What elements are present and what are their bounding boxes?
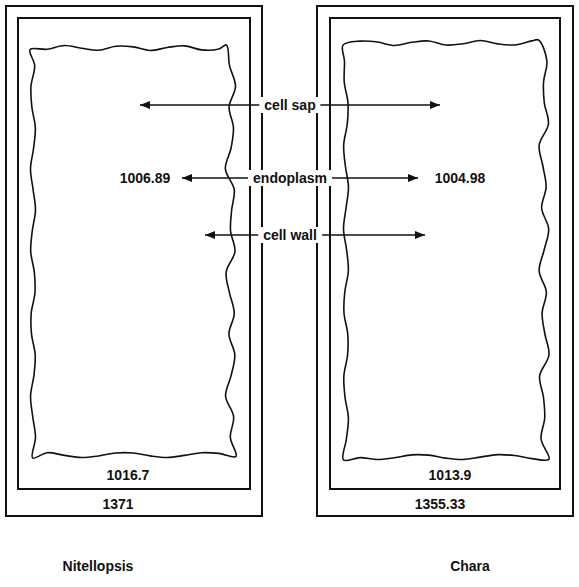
cell-wall-box: 1355.33Chara1013.91004.98 xyxy=(316,5,574,517)
value-number: 1006.89 xyxy=(120,170,171,186)
value-number: 1016.7 xyxy=(107,467,150,483)
cell-wall-box: 1371Nitellopsis1016.71006.89 xyxy=(5,5,263,517)
value-number: 1355.33 xyxy=(415,496,466,512)
cell-inner-box: 1016.7 1006.89 xyxy=(17,17,251,490)
wavy-outline xyxy=(343,40,549,460)
value-number: 1371 xyxy=(102,496,133,512)
wavy-outline-path xyxy=(342,40,549,461)
wavy-outline-path xyxy=(30,45,237,458)
part-label: cell wall xyxy=(258,227,322,243)
cell-sap-outline: 1004.98 xyxy=(343,40,549,460)
cell-inner-box: 1013.9 1004.98 xyxy=(329,17,561,490)
cell-name: Chara xyxy=(450,558,490,574)
value-number: 1004.98 xyxy=(435,170,486,186)
wavy-outline xyxy=(30,45,236,458)
cell-name: Nitellopsis xyxy=(63,558,134,574)
part-label: cell sap xyxy=(259,97,320,113)
value-number: 1013.9 xyxy=(429,467,472,483)
cell-sap-outline: 1006.89 xyxy=(30,45,236,458)
part-label: endoplasm xyxy=(248,170,332,186)
